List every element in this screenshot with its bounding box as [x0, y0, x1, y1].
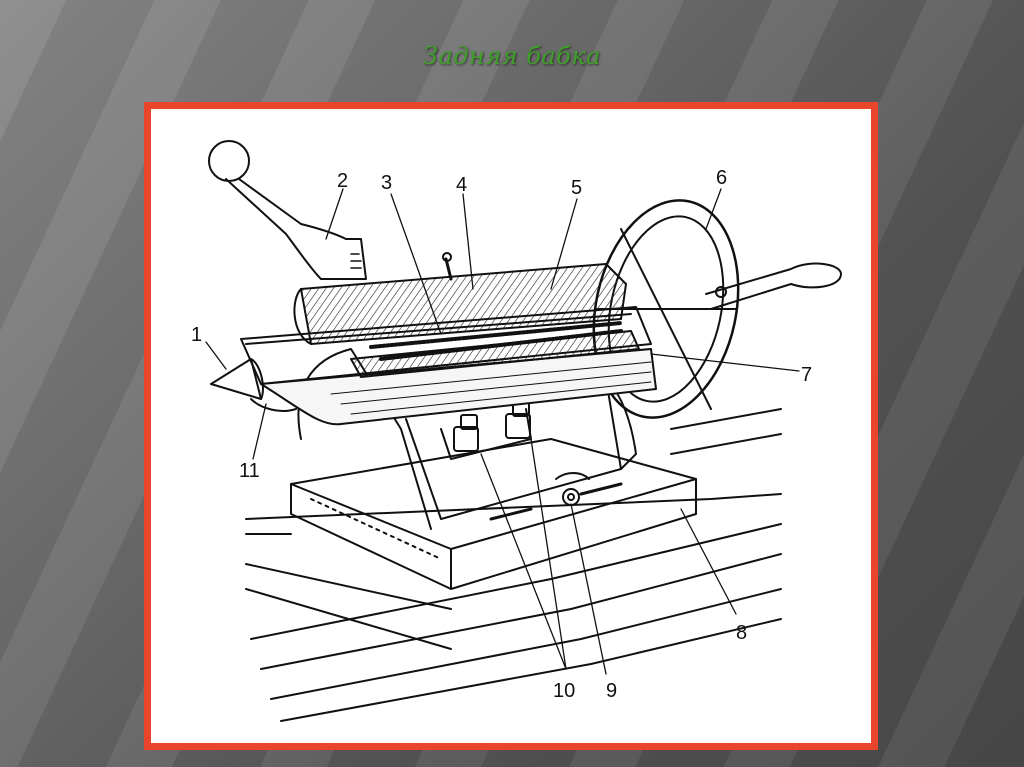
handwheel — [592, 199, 842, 419]
callout-8: 8 — [736, 622, 747, 644]
tailstock-diagram: 1 2 3 4 5 6 7 8 9 10 11 — [191, 140, 842, 722]
slide-title: Задняя бабка — [423, 42, 601, 70]
callout-10: 10 — [553, 680, 575, 702]
tailstock-base — [290, 438, 697, 590]
callout-5: 5 — [571, 177, 582, 199]
callout-2: 2 — [337, 170, 348, 192]
lathe-bed — [245, 408, 782, 722]
callout-9: 9 — [606, 680, 617, 702]
callout-6: 6 — [716, 167, 727, 189]
center-point — [210, 358, 297, 412]
callout-4: 4 — [456, 174, 467, 196]
leader-lines — [205, 188, 800, 675]
housing — [293, 252, 627, 345]
callout-11: 11 — [239, 460, 260, 482]
callout-7: 7 — [801, 364, 812, 386]
callout-labels: 1 2 3 4 5 6 7 8 9 10 11 — [191, 167, 812, 702]
callout-3: 3 — [381, 172, 392, 194]
callout-1: 1 — [191, 324, 202, 346]
quill — [240, 306, 657, 426]
diagram-frame: 1 2 3 4 5 6 7 8 9 10 11 — [144, 102, 878, 750]
clamp-lever — [208, 140, 367, 280]
